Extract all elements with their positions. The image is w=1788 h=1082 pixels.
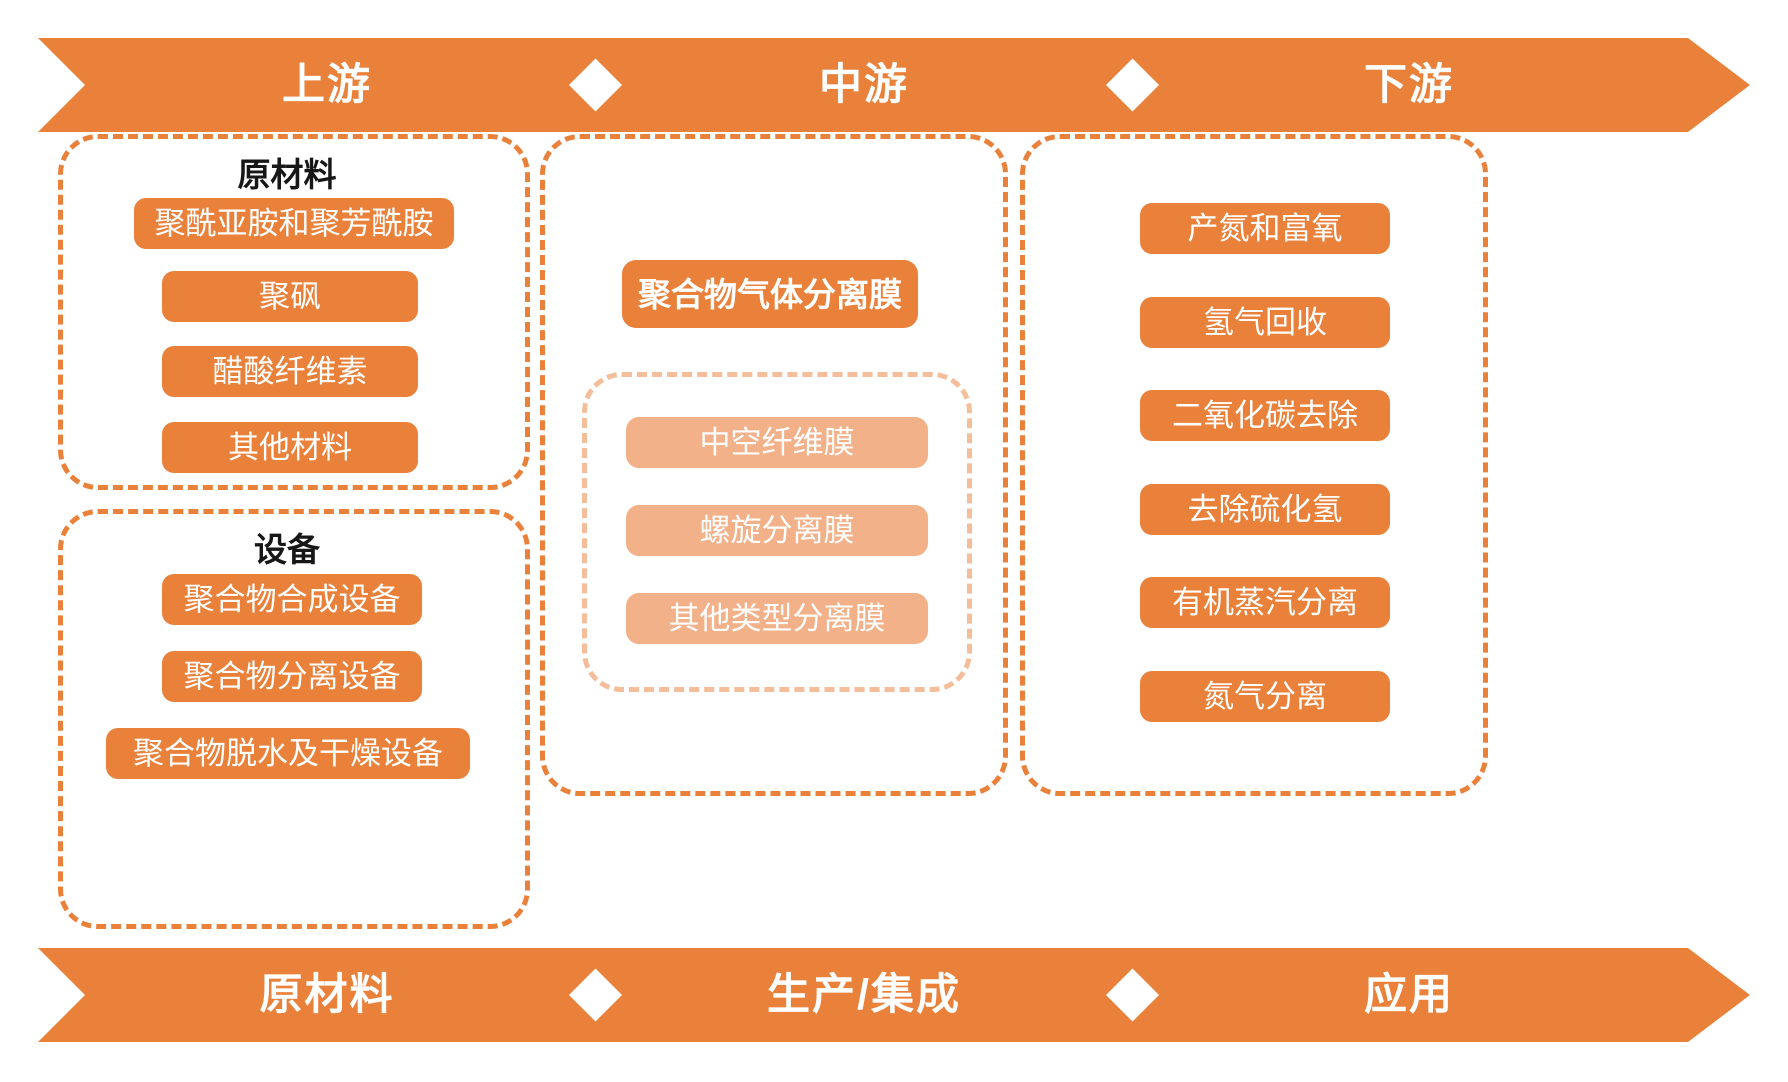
bottom-banner-segment-raw-materials[interactable]: 原材料 xyxy=(38,948,616,1042)
equipment-group-title: 设备 xyxy=(254,531,320,568)
raw-materials-group-title: 原材料 xyxy=(237,156,337,193)
top-stage-banner: 上游 中游 下游 xyxy=(38,38,1750,132)
midstream-hero-label[interactable]: 聚合物气体分离膜 xyxy=(622,260,918,328)
bottom-banner-segment-production[interactable]: 生产/集成 xyxy=(575,948,1153,1042)
raw-materials-group xyxy=(58,134,530,490)
bottom-banner-label-raw-materials: 原材料 xyxy=(259,970,395,1019)
equipment-item[interactable]: 聚合物分离设备 xyxy=(162,651,422,702)
membrane-type-item[interactable]: 中空纤维膜 xyxy=(626,417,928,468)
application-item[interactable]: 去除硫化氢 xyxy=(1140,484,1390,535)
membrane-types-group xyxy=(582,372,972,692)
midstream-column: 聚合物气体分离膜 中空纤维膜 螺旋分离膜 其他类型分离膜 xyxy=(534,134,1012,936)
top-banner-segment-upstream[interactable]: 上游 xyxy=(38,38,616,132)
application-item[interactable]: 产氮和富氧 xyxy=(1140,203,1390,254)
application-item[interactable]: 有机蒸汽分离 xyxy=(1140,577,1390,628)
equipment-item[interactable]: 聚合物脱水及干燥设备 xyxy=(106,728,470,779)
application-item[interactable]: 氢气回收 xyxy=(1140,297,1390,348)
top-banner-segment-downstream[interactable]: 下游 xyxy=(1112,38,1750,132)
bottom-banner-label-production: 生产/集成 xyxy=(767,970,961,1019)
raw-material-item[interactable]: 聚酰亚胺和聚芳酰胺 xyxy=(134,198,454,249)
top-banner-label-midstream: 中游 xyxy=(819,60,909,109)
application-item[interactable]: 二氧化碳去除 xyxy=(1140,390,1390,441)
application-item[interactable]: 氮气分离 xyxy=(1140,671,1390,722)
bottom-banner-label-application: 应用 xyxy=(1364,970,1454,1019)
downstream-column: 产氮和富氧 氢气回收 二氧化碳去除 去除硫化氢 有机蒸汽分离 氮气分离 xyxy=(1016,134,1492,936)
top-banner-label-upstream: 上游 xyxy=(282,60,372,109)
equipment-group xyxy=(58,509,530,929)
equipment-item[interactable]: 聚合物合成设备 xyxy=(162,574,422,625)
raw-material-item[interactable]: 醋酸纤维素 xyxy=(162,346,418,397)
membrane-type-item[interactable]: 其他类型分离膜 xyxy=(626,593,928,644)
bottom-banner-segment-application[interactable]: 应用 xyxy=(1112,948,1750,1042)
midstream-group xyxy=(540,134,1008,796)
bottom-stage-banner: 原材料 生产/集成 应用 xyxy=(38,948,1750,1042)
upstream-column: 原材料 聚酰亚胺和聚芳酰胺 聚砜 醋酸纤维素 其他材料 设备 聚合物合成设备 聚… xyxy=(44,134,530,936)
raw-material-item[interactable]: 其他材料 xyxy=(162,422,418,473)
top-banner-segment-midstream[interactable]: 中游 xyxy=(575,38,1153,132)
downstream-group xyxy=(1020,134,1488,796)
raw-material-item[interactable]: 聚砜 xyxy=(162,271,418,322)
top-banner-label-downstream: 下游 xyxy=(1364,60,1454,109)
membrane-type-item[interactable]: 螺旋分离膜 xyxy=(626,505,928,556)
